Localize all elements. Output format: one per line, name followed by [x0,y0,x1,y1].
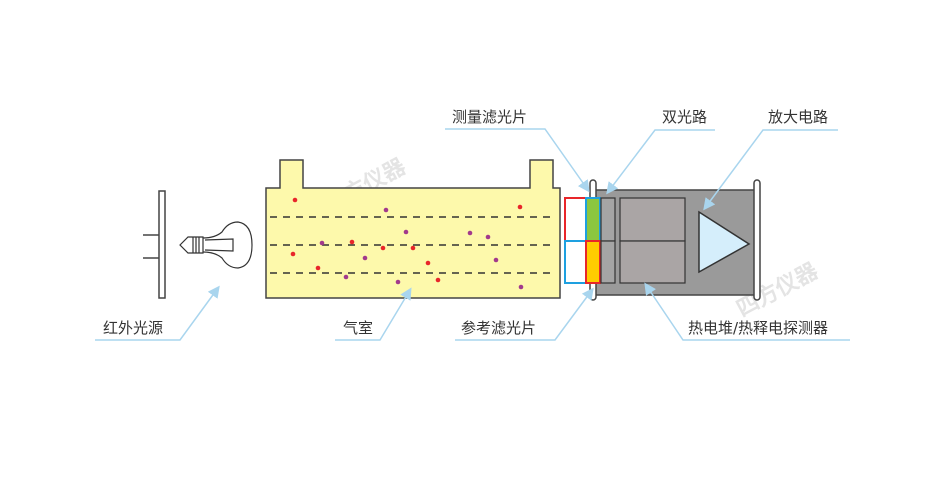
gas-molecule [383,207,389,213]
gas-molecule [435,277,441,283]
detector-cell [619,240,686,284]
gas-molecule [493,257,499,263]
gas-molecule [343,274,349,280]
reference-filter [585,240,601,284]
gas-molecules [290,197,524,290]
label-ir-source: 红外光源 [103,319,163,337]
detector-housing [585,179,761,301]
gas-molecule [380,245,386,251]
leader-lines [95,128,850,341]
gas-molecule [517,204,523,210]
label-measure-filter: 测量滤光片 [452,108,527,126]
gas-molecule [349,239,355,245]
gas-molecule [518,284,524,290]
amplifier-triangle-icon [698,210,751,274]
label-dual-path: 双光路 [662,108,707,126]
ir-source [143,190,253,299]
detector-cell [619,197,686,242]
detector-element [600,197,616,242]
gas-molecule [425,260,431,266]
light-bulb-icon [179,221,253,269]
reference-window [564,240,588,284]
detector-element [600,240,616,284]
gas-molecule [395,279,401,285]
filter-assembly [564,197,588,284]
gas-molecule [403,229,409,235]
gas-molecule [292,197,298,203]
label-reference-filter: 参考滤光片 [461,319,536,337]
label-amplifier: 放大电路 [768,108,828,126]
label-detector: 热电堆/热释电探测器 [688,319,828,337]
lamp-mount-plate [158,190,166,299]
right-flange [753,179,761,301]
gas-molecule [315,265,321,271]
gas-molecule [467,230,473,236]
gas-molecule [290,251,296,257]
gas-cell [265,159,561,299]
gas-molecule [319,240,325,246]
gas-molecule [485,234,491,240]
label-gas-cell: 气室 [343,319,373,337]
measure-filter [585,197,601,242]
gas-molecule [362,255,368,261]
gas-molecule [410,245,416,251]
measure-window [564,197,588,242]
